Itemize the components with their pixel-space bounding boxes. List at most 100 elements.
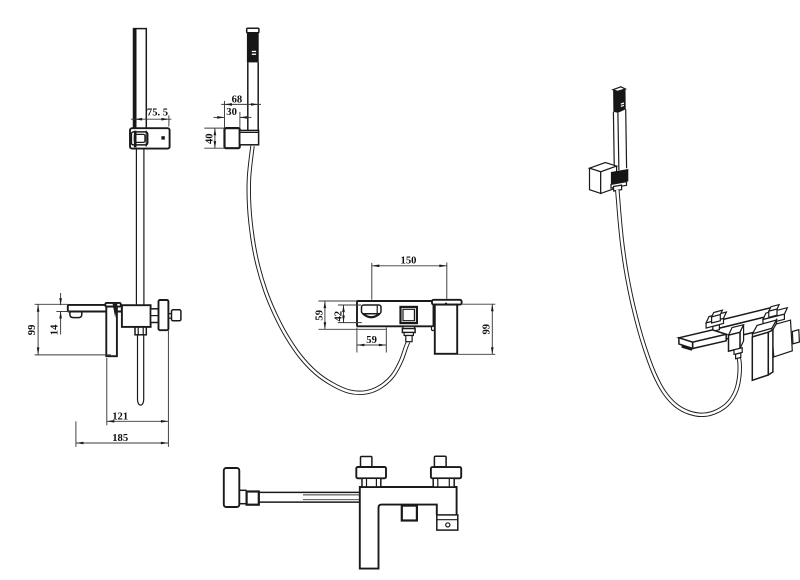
spout-opening (360, 304, 382, 319)
spout-outlet (69, 310, 83, 319)
part-face (405, 334, 413, 343)
shower-bar-through-clamp (133, 130, 137, 148)
bracket-clamp (238, 129, 260, 146)
dimension-union-centers: 150 (371, 256, 448, 300)
detail-line (136, 335, 145, 406)
dimension-arrowhead (491, 347, 494, 355)
part-face (401, 327, 416, 334)
dimension-outlet-height: 99 (27, 303, 111, 356)
persp-wall-bracket (587, 161, 629, 195)
part-face (429, 466, 463, 480)
persp-diverter (727, 323, 745, 353)
dimension-spout-reach: 121 (106, 330, 169, 447)
part-face (734, 352, 742, 360)
spout-end (222, 467, 241, 508)
dimension-arrowhead (36, 304, 40, 312)
plan-escutcheon (436, 514, 459, 531)
spray-head-slot (251, 53, 257, 55)
handle-indicator (112, 303, 118, 318)
persp-hose-nut (733, 347, 743, 360)
dimension-arrowhead (342, 305, 345, 313)
dimension-arrowhead (160, 441, 169, 445)
persp-hand-shower (611, 86, 628, 171)
dimension-arrowhead (342, 315, 345, 323)
dimension-arrowhead (378, 343, 387, 347)
plan-body-outline (358, 486, 458, 570)
bracket-clamp (610, 169, 629, 185)
hose-inner-white (616, 189, 741, 417)
wall-nipple (791, 328, 800, 345)
spray-head-slot (620, 102, 624, 105)
screw-hole (445, 522, 451, 528)
dimension-handle-height: 99 (457, 303, 496, 355)
dimension-arrowhead (371, 264, 380, 268)
front-wall-bracket (223, 127, 260, 150)
side-hand-shower (132, 27, 148, 132)
plan-view (222, 455, 463, 570)
dimension-spout-opening-height: 42 (333, 304, 362, 324)
dimension-holder-width: 68 (221, 95, 261, 128)
shower-top-face (611, 86, 628, 92)
persp-lever-handle (751, 317, 778, 382)
part-face (768, 308, 778, 319)
part-face (134, 326, 148, 336)
side-view: 75. 5 99 14 121 (27, 27, 182, 447)
plan-left-union (355, 455, 387, 488)
dimension-arrowhead (75, 441, 84, 445)
part-face (223, 127, 241, 150)
dim-label-handle-height: 99 (482, 324, 493, 335)
detail-line (625, 109, 628, 169)
spray-head-slot (620, 104, 624, 107)
plan-right-union (429, 455, 463, 488)
detail-line (612, 111, 615, 170)
part-face (710, 313, 721, 324)
perspective-view (587, 86, 800, 418)
dimension-arrowhead (491, 304, 494, 312)
dimension-arrowhead (439, 264, 447, 268)
dimension-arrowhead (161, 117, 169, 121)
part-face (767, 328, 774, 377)
dimension-spout-center-offset: 59 (356, 327, 387, 353)
spray-face-edge (133, 29, 137, 131)
part-face (432, 477, 455, 488)
dimension-arrowhead (250, 103, 259, 106)
part-face (105, 305, 118, 358)
persp-shower-hose (615, 189, 742, 418)
part-face (399, 305, 418, 325)
dim-label-bracket-offset: 75. 5 (147, 107, 168, 118)
dim-label-overall-reach: 185 (112, 433, 128, 444)
dimension-arrowhead (224, 103, 232, 106)
dim-label-union-centers: 150 (401, 256, 417, 267)
front-view: 68 30 40 150 (204, 27, 496, 396)
bracket-screw (161, 136, 165, 140)
spout-lip (362, 312, 381, 319)
part-face (678, 336, 694, 350)
detail-line (617, 112, 620, 171)
dim-label-holder-height: 40 (205, 133, 216, 144)
side-shower-hose (135, 148, 145, 406)
dimension-arrowhead (59, 298, 62, 306)
persp-spout (676, 329, 730, 351)
dimension-arrowhead (106, 420, 115, 423)
dim-label-holder-width: 68 (232, 95, 243, 106)
front-shower-hose (246, 145, 411, 396)
wall-nipple (170, 309, 182, 322)
front-hand-shower (245, 27, 260, 131)
dimension-arrowhead (213, 128, 217, 136)
dim-label-spout-center-offset: 59 (366, 335, 377, 346)
spray-head (246, 32, 259, 63)
dim-label-spout-reach: 121 (112, 411, 128, 422)
dimension-arrowhead (213, 141, 217, 149)
spout-connector (245, 490, 260, 506)
escutcheon (157, 299, 170, 332)
dimension-holder-height: 40 (204, 127, 225, 149)
part-face (359, 455, 373, 468)
part-face (361, 477, 382, 488)
dim-label-body-height: 59 (315, 310, 326, 321)
side-mixer-body (120, 304, 152, 328)
side-lever-handle (104, 301, 122, 358)
dimension-arrowhead (134, 117, 143, 121)
dimension-arrowhead (323, 322, 327, 330)
